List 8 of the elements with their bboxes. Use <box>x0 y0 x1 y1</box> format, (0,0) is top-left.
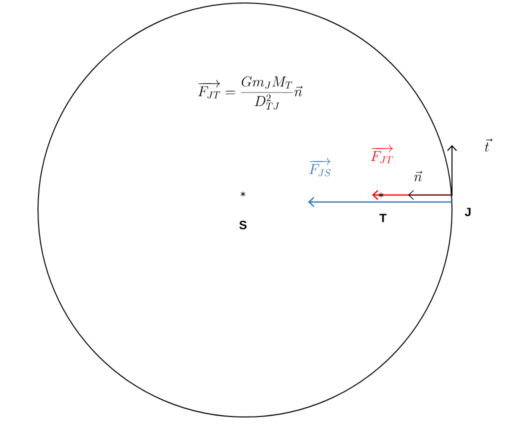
point-label: T <box>379 214 387 222</box>
formula-label: $\overrightarrow{F_{JT}} = \frac{G m_J M_T}{D_{TJ}^2}\vec{n}$ <box>198 76 303 110</box>
vector-label: $\overrightarrow{F_{JT}}$ <box>370 144 393 164</box>
vector-label: $\vec{n}$ <box>414 170 422 182</box>
vector-label: $\vec{t}$ <box>484 138 492 152</box>
point-label: S <box>239 220 247 230</box>
vector-label: $\overrightarrow{F_{JS}}$ <box>309 158 331 176</box>
point-label: J <box>464 208 471 216</box>
